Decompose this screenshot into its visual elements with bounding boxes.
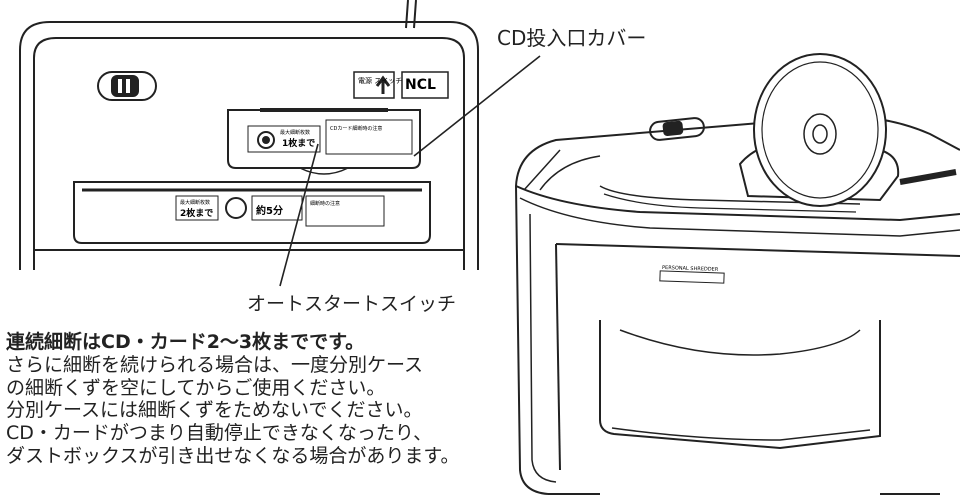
paper-max-value: 2枚まで	[180, 207, 213, 219]
cd-cover-callout: CD投入口カバー	[497, 26, 647, 50]
power-switch-text: 電源 スイッチ	[358, 76, 402, 85]
cd-capacity-label	[247, 125, 321, 153]
lid-front-edge	[515, 185, 960, 222]
notes-line: さらに細断を続けられる場合は、一度分別ケース	[6, 353, 424, 376]
power-cord	[405, 0, 417, 29]
usage-notes: 連続細断はCD・カード2〜3枚までです。 さらに細断を続けられる場合は、一度分別…	[6, 331, 526, 468]
top-paper-slot	[599, 185, 861, 205]
notes-line: の細断くずを空にしてからご使用ください。	[6, 376, 386, 399]
cd-max-value: 1枚まで	[282, 137, 315, 149]
notes-line: ダストボックスが引き出せなくなる場合があります。	[6, 444, 460, 467]
notes-line: CD・カードがつまり自動停止できなくなったり、	[6, 422, 433, 445]
paper-caution-label	[305, 195, 385, 227]
auto-start-switch-callout: オートスタートスイッチ	[247, 293, 457, 315]
continuous-time-label	[251, 195, 303, 221]
brand-logo	[401, 71, 449, 99]
paper-slot-cover	[73, 181, 431, 244]
bin-left-edge	[555, 243, 561, 471]
cd-disc	[753, 53, 887, 207]
shredder-top-closeup	[19, 0, 479, 270]
cd-slot-cover	[227, 109, 421, 169]
notes-line: 分別ケースには細断くずをためないでください。	[6, 399, 423, 422]
model-text: PERSONAL SHREDDER	[662, 265, 719, 273]
body-left-edge	[515, 185, 549, 495]
paper-capacity-label	[175, 195, 219, 221]
cd-caution-title: CDカード細断時の注意	[330, 125, 382, 132]
paper-max-title: 最大細断枚数	[180, 199, 210, 206]
cd-caution-label	[325, 119, 413, 155]
up-arrow-icon	[375, 75, 391, 94]
bin-top-edge	[555, 243, 960, 257]
cd-max-title: 最大細断枚数	[280, 129, 310, 136]
notes-lead: 連続細断はCD・カード2〜3枚までです。	[6, 331, 365, 353]
disc-icon	[257, 131, 275, 149]
mode-switch	[97, 71, 157, 101]
lid-mode-switch	[649, 117, 705, 141]
shredder-perspective	[515, 53, 960, 495]
dust-box-handle-recess	[599, 320, 881, 450]
head-outer-shell	[19, 21, 479, 270]
leader-line-auto-switch	[279, 143, 319, 287]
paper-caution-title: 細断時の注意	[310, 200, 340, 207]
leader-lines	[279, 55, 541, 287]
leader-line-cd-cover	[413, 55, 541, 157]
head-inner-shell	[33, 37, 465, 270]
continuous-time-value: 約5分	[256, 204, 283, 217]
power-switch-label	[353, 71, 395, 99]
timer-icon	[225, 197, 247, 219]
brand-text: NCL	[405, 77, 436, 93]
model-label	[659, 270, 725, 284]
